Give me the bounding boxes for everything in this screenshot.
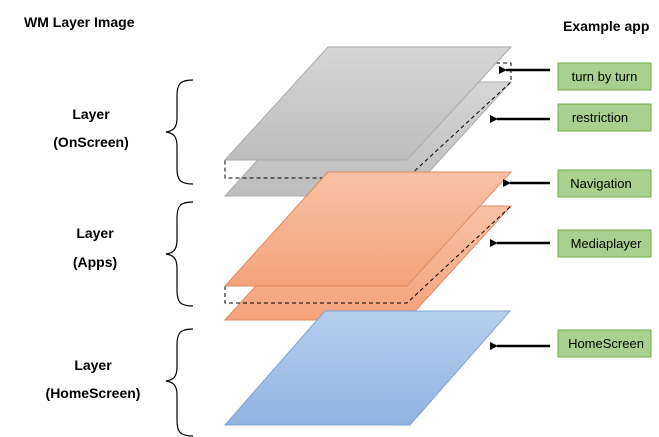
app-box-navigation: Navigation: [557, 169, 652, 198]
group-label-apps-line1: Layer: [76, 225, 114, 241]
example-app-header: Example app: [563, 18, 649, 34]
group-label-homescreen-line1: Layer: [74, 357, 112, 373]
group-label-apps-line2: (Apps): [73, 254, 117, 270]
app-box-mediaplayer: Mediaplayer: [557, 229, 652, 258]
app-box-turn-by-turn: turn by turn: [557, 62, 652, 91]
apps-layer-front: [223, 171, 513, 287]
homescreen-brace: [165, 328, 194, 437]
app-box-restriction: restriction: [557, 103, 652, 132]
app-box-homescreen: HomeScreen: [557, 329, 652, 358]
onscreen-layer-front: [223, 46, 513, 161]
onscreen-dashed-outline: [224, 62, 512, 179]
homescreen-layer: [223, 310, 512, 426]
group-label-onscreen-line1: Layer: [72, 106, 110, 122]
diagram-title: WM Layer Image: [24, 14, 135, 30]
app-label-turn-by-turn: turn by turn: [572, 69, 638, 84]
apps-dashed-outline: [224, 205, 512, 304]
app-label-homescreen: HomeScreen: [568, 336, 644, 351]
onscreen-brace: [165, 79, 194, 185]
group-label-onscreen-line2: (OnScreen): [53, 134, 128, 150]
app-label-mediaplayer: Mediaplayer: [571, 236, 642, 251]
apps-brace: [165, 201, 194, 307]
app-label-navigation: Navigation: [570, 176, 631, 191]
app-label-restriction: restriction: [572, 110, 628, 125]
group-label-homescreen-line2: (HomeScreen): [46, 385, 141, 401]
